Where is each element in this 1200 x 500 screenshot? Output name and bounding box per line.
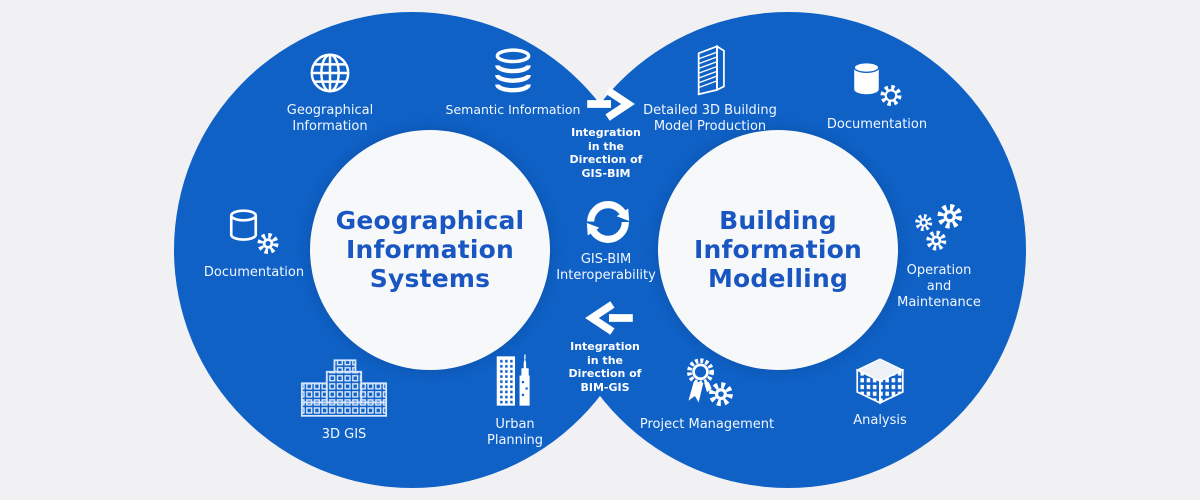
gis-bim-interoperability-item (582, 196, 634, 248)
gis-circle-title: Geographical Information Systems (335, 206, 525, 293)
globe-icon (310, 53, 350, 93)
bim-circle-title: Building Information Modelling (693, 206, 863, 293)
diagram-item-operation-and-maintenance: Operation and Maintenance (880, 200, 998, 311)
diagram-item-documentation-bim: Documentation (812, 60, 942, 133)
integration-bim-gis-label: Integration in the Direction of BIM-GIS (568, 340, 642, 394)
item-label: Urban Planning (487, 417, 543, 448)
item-label: Semantic Information (445, 102, 581, 117)
database-icon (495, 48, 531, 93)
gears-icon (912, 200, 966, 256)
sync-circle-icon (586, 201, 630, 243)
item-label: Documentation (203, 265, 305, 280)
diagram-item-project-management: Project Management (634, 356, 780, 433)
diagram-item-geographical-information: Geographical Information (268, 50, 392, 135)
award-gear-icon (687, 358, 733, 410)
gis-bim-interoperability-label: GIS-BIM Interoperability (556, 252, 656, 283)
diagram-item-urban-planning: Urban Planning (463, 352, 567, 449)
integration-gis-bim-label: Integration in the Direction of GIS-BIM (569, 126, 643, 180)
diagram-item-semantic-information: Semantic Information (438, 48, 588, 118)
diagram-item-detailed-3d-building-model-production: Detailed 3D Building Model Production (636, 42, 784, 135)
buildings-3d-icon (300, 359, 388, 417)
item-label: Documentation (826, 117, 928, 132)
diagram-item-analysis: Analysis (824, 356, 936, 429)
integration-bim-gis-arrow (582, 301, 636, 335)
diagram-item-3d-gis: 3D GIS (282, 358, 406, 443)
integration-gis-bim-arrow (584, 87, 638, 121)
gis-inner-circle (310, 130, 550, 370)
database-gear-icon (229, 209, 282, 258)
item-label: Operation and Maintenance (897, 263, 981, 310)
item-label: Project Management (639, 417, 775, 432)
bim-inner-circle (658, 130, 898, 370)
item-label: Geographical Information (286, 103, 374, 134)
item-label: Analysis (853, 413, 907, 428)
arrow-right-icon (587, 87, 635, 121)
arrow-left-icon (585, 301, 633, 335)
cube-building-icon (855, 358, 905, 405)
item-label: Detailed 3D Building Model Production (643, 103, 777, 134)
database-gear-icon (853, 61, 905, 110)
diagram-item-documentation-gis: Documentation (192, 208, 316, 281)
skyscraper-3d-icon (697, 44, 725, 96)
city-buildings-icon (496, 354, 530, 406)
item-label: 3D GIS (321, 427, 367, 442)
